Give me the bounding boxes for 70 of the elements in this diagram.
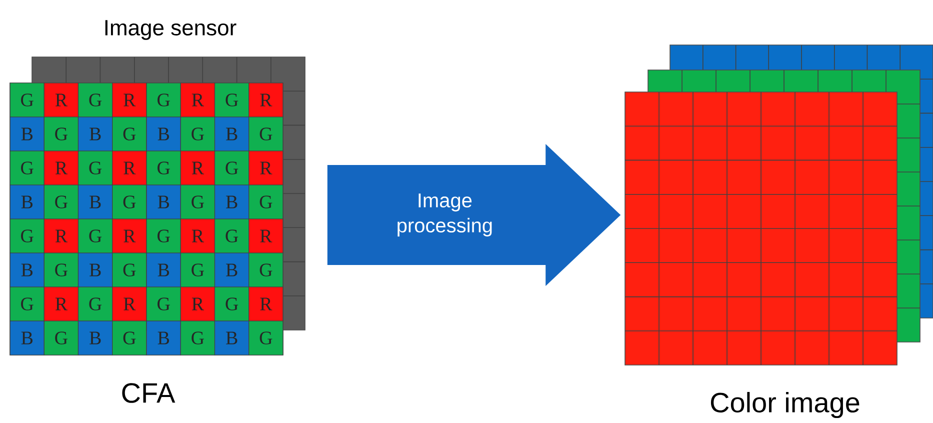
cfa-cell: R bbox=[44, 150, 79, 186]
cfa-caption: CFA bbox=[122, 383, 176, 403]
cfa-cell: G bbox=[112, 116, 147, 152]
cfa-cell: G bbox=[214, 82, 250, 118]
cfa-cell: G bbox=[78, 218, 113, 254]
cfa-cell: G bbox=[146, 82, 181, 118]
cfa-cell: G bbox=[44, 184, 79, 220]
cfa-cell: G bbox=[248, 116, 284, 152]
cfa-cell: B bbox=[146, 252, 181, 288]
cfa-cell: R bbox=[44, 286, 79, 322]
cfa-cell: R bbox=[112, 286, 147, 322]
cfa-cell: G bbox=[214, 286, 250, 322]
cfa-cell: G bbox=[180, 184, 216, 220]
cfa-cell: G bbox=[44, 320, 79, 356]
cfa-cell: G bbox=[78, 286, 113, 322]
cfa-cell: G bbox=[112, 184, 147, 220]
cfa-cell: B bbox=[214, 184, 250, 220]
cfa-cell: G bbox=[10, 82, 44, 118]
cfa-cell: G bbox=[10, 150, 44, 186]
cfa-cell: R bbox=[180, 218, 216, 254]
cfa-cell: R bbox=[180, 82, 216, 118]
cfa-cell: R bbox=[112, 82, 147, 118]
cfa-cell: B bbox=[146, 184, 181, 220]
cfa-cell: G bbox=[214, 218, 250, 254]
cfa-cell: R bbox=[180, 286, 216, 322]
cfa-cell: R bbox=[112, 218, 147, 254]
cfa-cell: B bbox=[214, 252, 250, 288]
cfa-cell: G bbox=[146, 218, 181, 254]
cfa-cell: R bbox=[112, 150, 147, 186]
cfa-cell: B bbox=[146, 116, 181, 152]
cfa-cell: G bbox=[112, 252, 147, 288]
cfa-cell: G bbox=[146, 150, 181, 186]
cfa-cell: R bbox=[180, 150, 216, 186]
cfa-cell: B bbox=[10, 252, 44, 288]
color-layer bbox=[624, 92, 898, 366]
cfa-cell: G bbox=[44, 252, 79, 288]
cfa-cell: G bbox=[78, 82, 113, 118]
cfa-cell: B bbox=[78, 116, 113, 152]
cfa-cell: G bbox=[146, 286, 181, 322]
cfa-cell: B bbox=[146, 320, 181, 356]
cfa-cell: B bbox=[78, 252, 113, 288]
cfa-cell: G bbox=[180, 252, 216, 288]
cfa-cell: G bbox=[214, 150, 250, 186]
block-arrow bbox=[327, 144, 621, 286]
edge-label: Image processing bbox=[398, 194, 492, 236]
cfa-cell: G bbox=[112, 320, 147, 356]
cfa-cell: G bbox=[180, 320, 216, 356]
cfa-cell: G bbox=[10, 218, 44, 254]
image-caption: Color image bbox=[710, 392, 860, 418]
cfa-cell: R bbox=[44, 82, 79, 118]
cfa-cell: G bbox=[248, 252, 284, 288]
cfa-cell: G bbox=[180, 116, 216, 152]
cfa-cell: B bbox=[10, 184, 44, 220]
sensor-caption: Image sensor bbox=[105, 20, 236, 40]
cfa-cell: G bbox=[248, 320, 284, 356]
cfa-cell: B bbox=[78, 184, 113, 220]
cfa-cell: B bbox=[214, 116, 250, 152]
cfa-cell: B bbox=[10, 116, 44, 152]
cfa-cell: B bbox=[10, 320, 44, 356]
cfa-cell: R bbox=[248, 286, 284, 322]
cfa-cell: B bbox=[214, 320, 250, 356]
cfa-cell: G bbox=[44, 116, 79, 152]
cfa-cell: G bbox=[10, 286, 44, 322]
cfa-cell: G bbox=[248, 184, 284, 220]
cfa-cell: B bbox=[78, 320, 113, 356]
cfa-cell: R bbox=[248, 82, 284, 118]
cfa-cell: G bbox=[78, 150, 113, 186]
cfa-cell: R bbox=[248, 150, 284, 186]
cfa-cell: R bbox=[44, 218, 79, 254]
cfa-cell: R bbox=[248, 218, 284, 254]
